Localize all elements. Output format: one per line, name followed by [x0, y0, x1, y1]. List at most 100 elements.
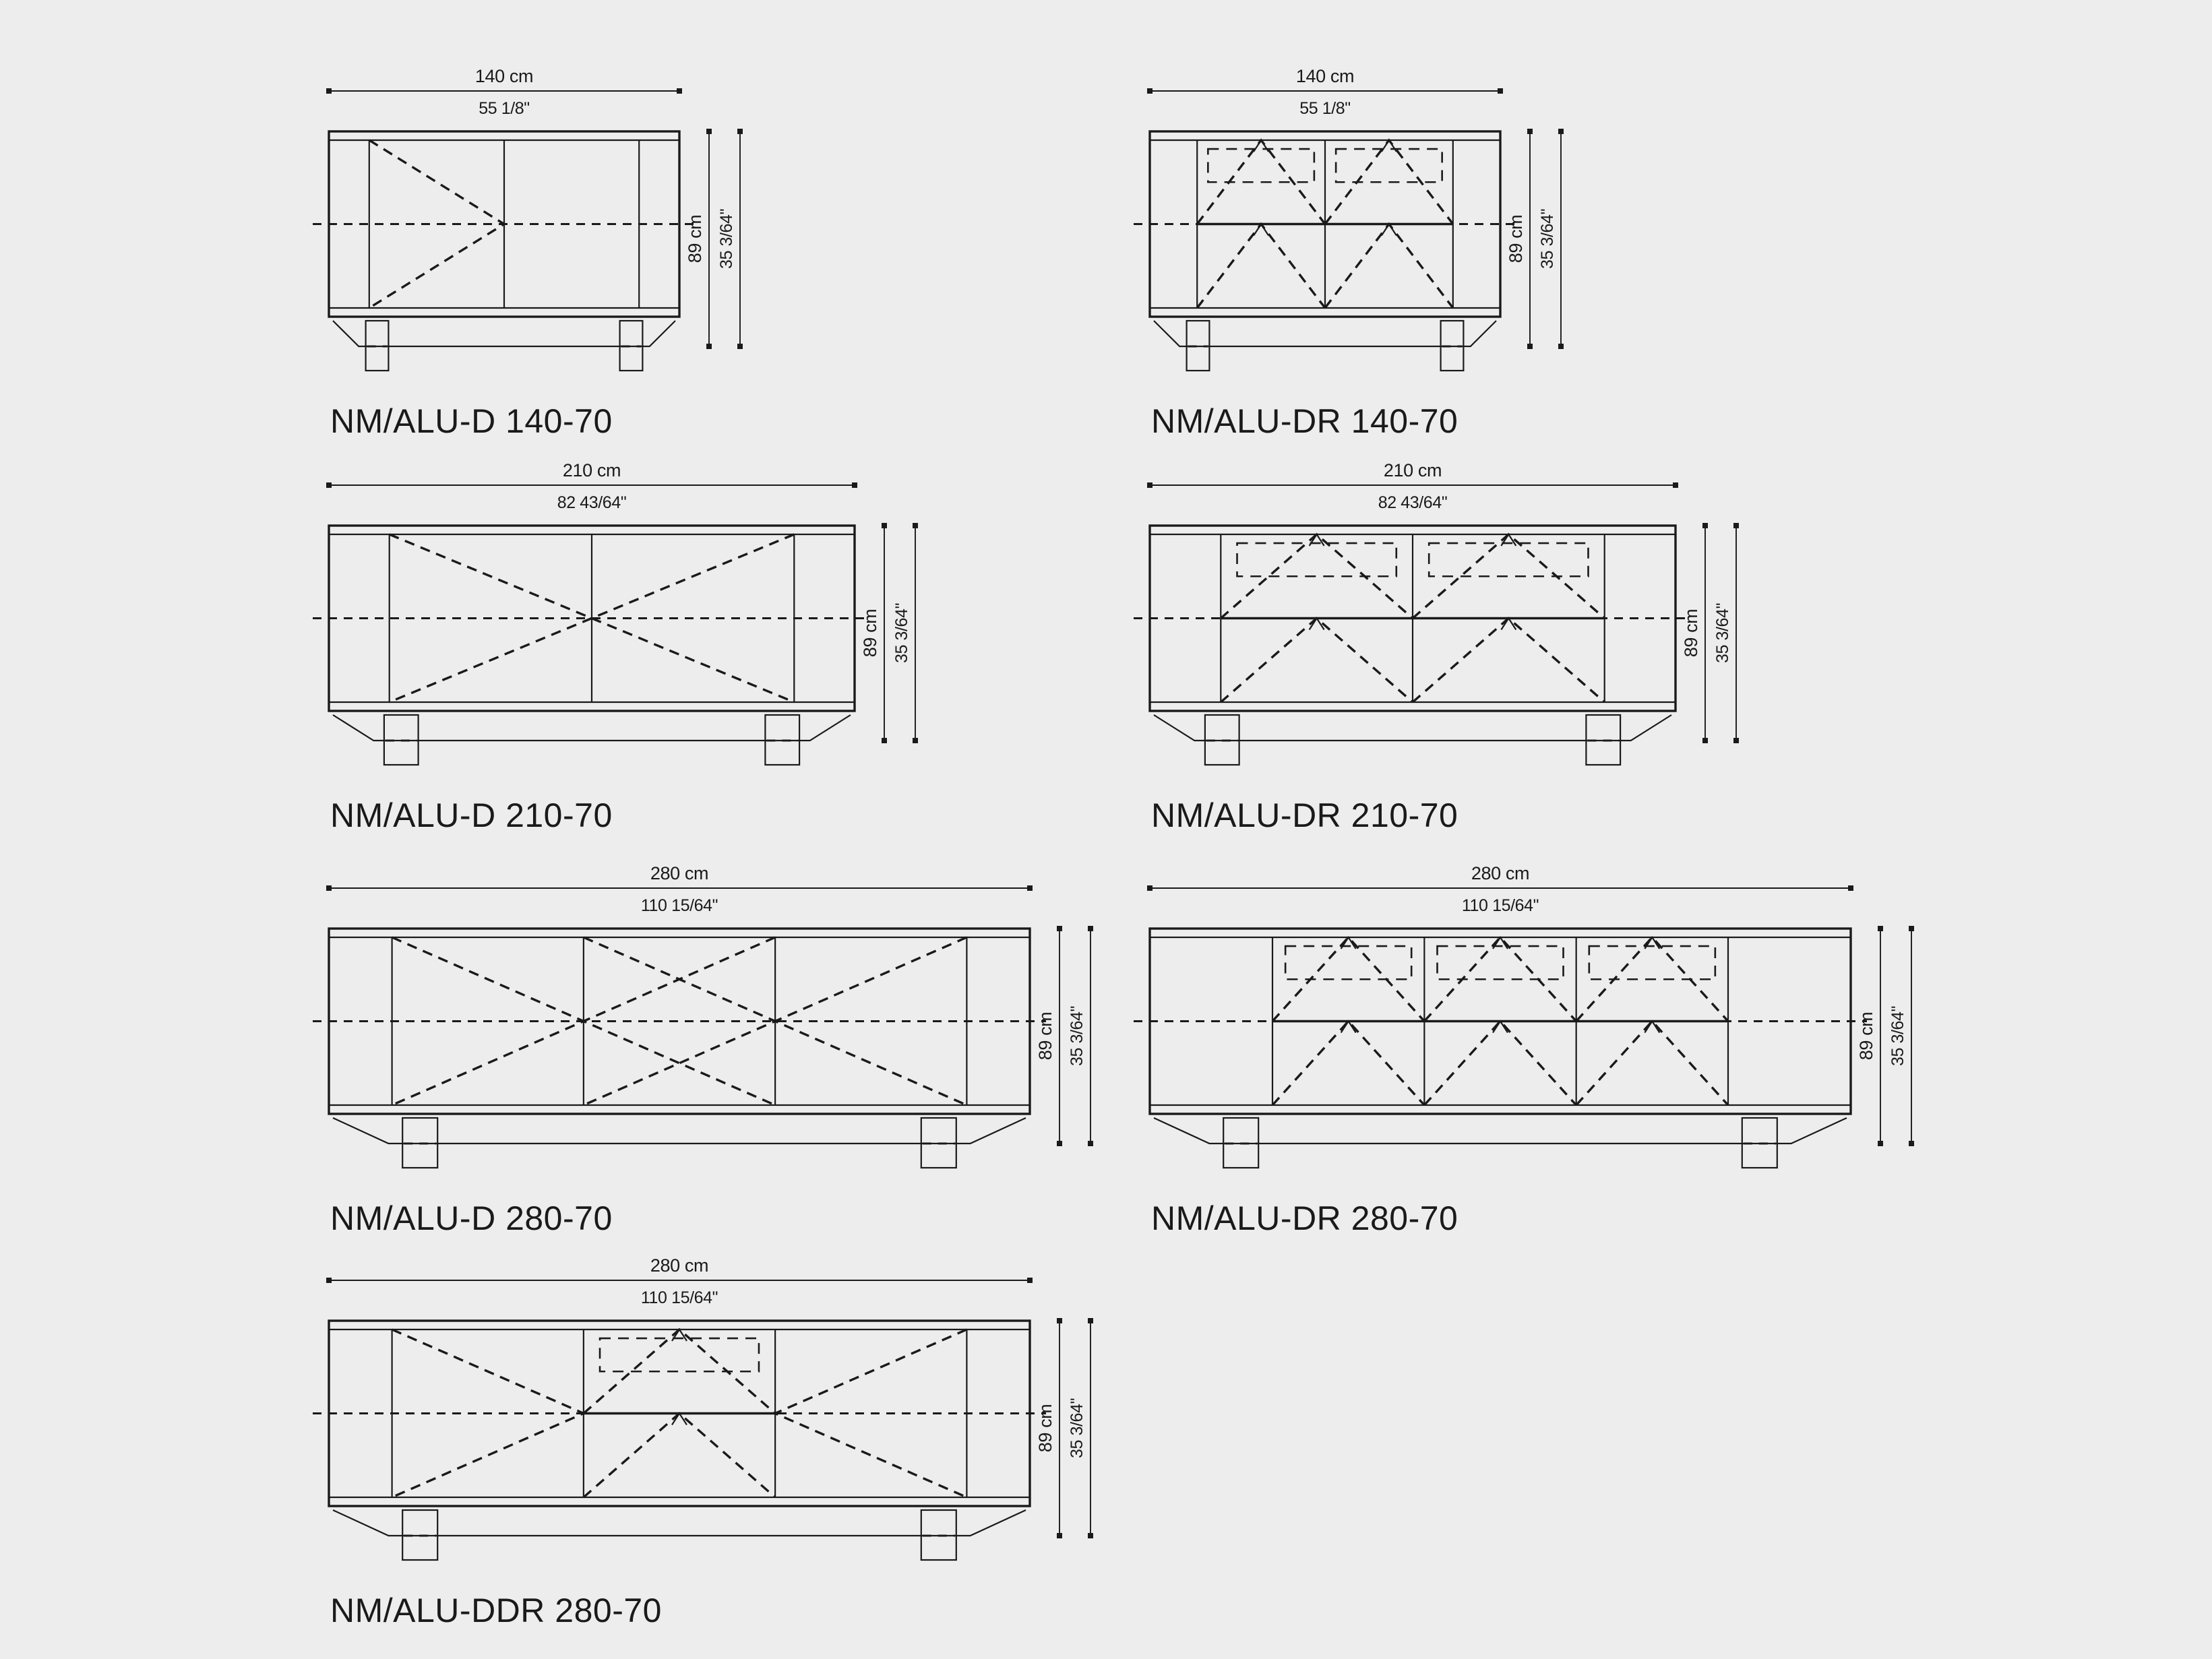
alu-d-140-70-height-dim-in-top-dot: [737, 129, 743, 134]
alu-dr-210-70-base: [1153, 714, 1672, 766]
alu-d-280-70-plinth-outline: [332, 1117, 1026, 1145]
alu-d-210-70-plinth-outline: [332, 714, 851, 742]
alu-dr-280-70-leg-right: [1741, 1117, 1778, 1169]
alu-dr-280-70-drawer-2-drawer-outline: [1436, 945, 1564, 980]
diagram-alu-dr-140-70: 140 cm 55 1/8" 89 cm 35 3/64" NM/ALU-DR 140-…: [1134, 66, 1564, 440]
alu-dr-140-70-upper-flap-1: [1196, 138, 1326, 225]
alu-dr-210-70-model-label: NM/ALU-DR 210-70: [1151, 796, 1458, 834]
alu-dr-140-70-width-dimension: 140 cm 55 1/8": [1147, 66, 1503, 118]
alu-dr-140-70-height-cm-label: 89 cm: [1506, 215, 1526, 263]
alu-dr-280-70-height-dim-in-bottom-dot: [1909, 1141, 1914, 1146]
alu-d-280-70-leg-left: [402, 1117, 439, 1169]
alu-dr-140-70-base: [1153, 319, 1497, 372]
alu-dr-280-70-height-dimension: 89 cm 35 3/64": [1856, 926, 1914, 1146]
alu-dr-140-70-width-dim-end-dot: [1498, 88, 1503, 94]
alu-dr-280-70-upper-flap-2: [1423, 935, 1577, 1022]
alu-d-280-70-height-dim-in-bottom-dot: [1088, 1141, 1093, 1146]
alu-dr-210-70-width-dim-end-dot: [1673, 482, 1678, 488]
alu-d-210-70-height-dim-cm-bottom-dot: [882, 738, 887, 743]
alu-ddr-280-70-base: [332, 1509, 1026, 1561]
alu-dr-280-70-upper-flap-2-flap-indicator: [1423, 935, 1577, 1022]
alu-dr-280-70-plinth-outline: [1153, 1117, 1847, 1145]
alu-dr-280-70-width-dim-end-dot: [1848, 885, 1853, 891]
alu-d-140-70-height-in-label: 35 3/64": [717, 209, 736, 269]
alu-dr-280-70-lower-flap-1-flap-arrow: [1340, 1020, 1357, 1034]
alu-dr-210-70-upper-flap-2-flap-arrow: [1500, 532, 1517, 546]
alu-dr-210-70-leg-left: [1204, 714, 1240, 766]
alu-ddr-280-70-height-dim-cm-bottom-dot: [1057, 1533, 1062, 1538]
alu-d-210-70-width-in-label: 82 43/64": [557, 493, 627, 512]
alu-dr-140-70-plinth-outline: [1153, 320, 1497, 348]
alu-dr-210-70-width-in-label: 82 43/64": [1378, 493, 1448, 512]
alu-dr-140-70-leg-right: [1440, 319, 1465, 372]
alu-dr-280-70-height-cm-label: 89 cm: [1856, 1012, 1876, 1061]
alu-d-280-70-height-dim-cm-bottom-dot: [1057, 1141, 1062, 1146]
alu-d-140-70-width-in-label: 55 1/8": [479, 99, 530, 118]
alu-dr-280-70-lower-flap-3-flap-indicator: [1575, 1019, 1729, 1106]
alu-d-140-70-base: [332, 319, 676, 372]
alu-d-210-70-leg-right: [764, 714, 801, 766]
alu-dr-280-70-upper-flap-1: [1271, 935, 1425, 1022]
alu-dr-280-70-height-in-label: 35 3/64": [1888, 1006, 1907, 1066]
alu-dr-140-70-height-in-label: 35 3/64": [1538, 209, 1557, 269]
alu-d-280-70-width-in-label: 110 15/64": [641, 896, 718, 915]
alu-dr-280-70-width-cm-label: 280 cm: [1471, 863, 1529, 883]
alu-d-210-70-base: [332, 714, 851, 766]
alu-dr-140-70-width-cm-label: 140 cm: [1296, 66, 1354, 86]
alu-d-280-70-height-dim-in-top-dot: [1088, 926, 1093, 931]
alu-d-210-70-height-in-label: 35 3/64": [892, 603, 911, 663]
alu-d-210-70-width-cm-label: 210 cm: [563, 460, 621, 480]
alu-dr-210-70-lower-flap-1-flap-indicator: [1220, 617, 1414, 703]
alu-ddr-280-70-height-in-label: 35 3/64": [1068, 1398, 1086, 1458]
alu-d-140-70-leg-left: [365, 319, 390, 372]
alu-d-280-70-door-3: [772, 936, 968, 1106]
alu-dr-280-70-upper-flap-3: [1575, 935, 1729, 1022]
alu-ddr-280-70-center-upper-flap: [582, 1327, 776, 1414]
alu-dr-280-70-width-dim-start-dot: [1147, 885, 1153, 891]
alu-d-210-70-width-dim-end-dot: [852, 482, 857, 488]
alu-dr-140-70-height-dim-in-bottom-dot: [1558, 344, 1564, 349]
alu-dr-210-70-drawer-1-drawer-outline: [1236, 542, 1398, 577]
alu-ddr-280-70-center-drawer-drawer-outline: [598, 1337, 760, 1373]
alu-ddr-280-70-height-cm-label: 89 cm: [1035, 1404, 1055, 1453]
alu-d-280-70-base: [332, 1117, 1026, 1169]
alu-ddr-280-70-center-lower-flap: [582, 1412, 776, 1499]
alu-dr-140-70-height-dim-in-top-dot: [1558, 129, 1564, 134]
alu-ddr-280-70-plinth-outline: [332, 1509, 1026, 1537]
alu-d-140-70-height-dim-cm-top-dot: [706, 129, 712, 134]
alu-dr-280-70-lower-flap-3: [1575, 1019, 1729, 1106]
alu-dr-280-70-height-dim-cm-bottom-dot: [1878, 1141, 1883, 1146]
alu-d-280-70-width-dim-end-dot: [1027, 885, 1033, 891]
alu-d-210-70-height-dim-in-top-dot: [913, 523, 918, 528]
alu-dr-280-70-lower-flap-2: [1423, 1019, 1577, 1106]
alu-d-140-70-model-label: NM/ALU-D 140-70: [330, 402, 613, 440]
alu-ddr-280-70-height-dim-in-top-dot: [1088, 1318, 1093, 1323]
alu-dr-210-70-width-dim-start-dot: [1147, 482, 1153, 488]
alu-dr-140-70-leg-left: [1186, 319, 1210, 372]
alu-d-280-70-width-cm-label: 280 cm: [650, 863, 708, 883]
alu-ddr-280-70-leg-right: [920, 1509, 957, 1561]
alu-d-140-70-leg-right: [619, 319, 644, 372]
alu-ddr-280-70-height-dimension: 89 cm 35 3/64": [1035, 1318, 1093, 1538]
alu-ddr-280-70-leg-left: [402, 1509, 439, 1561]
alu-dr-140-70-lower-flap-2: [1324, 222, 1454, 309]
alu-dr-280-70-upper-flap-3-flap-arrow: [1644, 935, 1661, 949]
alu-dr-280-70-drawer-1-drawer-outline: [1284, 945, 1413, 980]
alu-dr-210-70-lower-flap-2-flap-indicator: [1411, 617, 1605, 703]
alu-dr-280-70-height-dim-in-top-dot: [1909, 926, 1914, 931]
alu-dr-140-70-width-in-label: 55 1/8": [1299, 99, 1351, 118]
alu-dr-140-70-model-label: NM/ALU-DR 140-70: [1151, 402, 1458, 440]
alu-dr-140-70-upper-flap-2: [1324, 138, 1454, 225]
alu-dr-280-70-base: [1153, 1117, 1847, 1169]
alu-dr-280-70-lower-flap-1-flap-indicator: [1271, 1019, 1425, 1106]
